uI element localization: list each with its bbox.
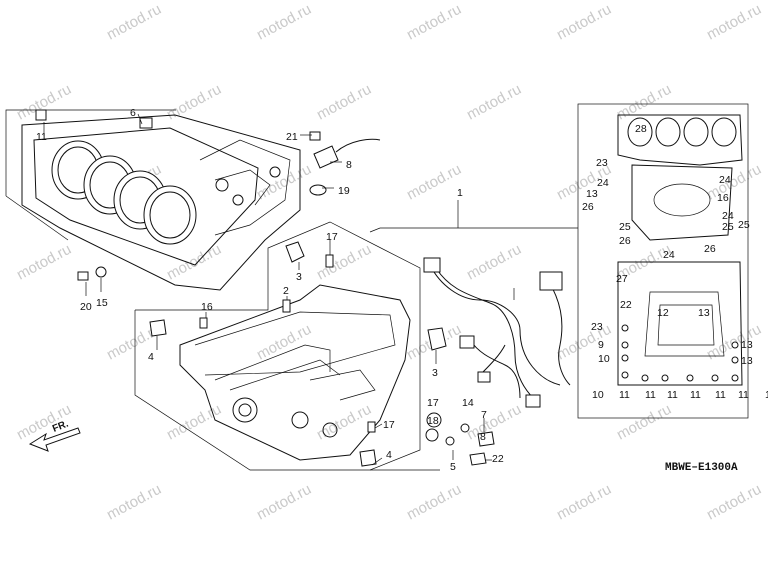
callout-number: 3: [432, 367, 438, 379]
callout-number: 16: [717, 192, 729, 204]
callout-number: 14: [462, 397, 474, 409]
callout-number: 25: [738, 219, 750, 231]
callout-number: 17: [326, 231, 338, 243]
callout-number: 25: [722, 221, 734, 233]
callout-number: 17: [427, 397, 439, 409]
callout-number: 27: [616, 273, 628, 285]
inset-upper-case: [617, 114, 743, 241]
callout-number: 16: [201, 301, 213, 313]
callout-number: 24: [597, 177, 609, 189]
callout-number: 23: [591, 321, 603, 333]
watermark-text: motod.ru: [314, 241, 374, 284]
watermark-text: motod.ru: [254, 1, 314, 44]
watermark-text: motod.ru: [614, 81, 674, 124]
callout-number: 28: [0, 0, 12, 3]
loose-parts: [35, 109, 495, 467]
callout-number: 10: [598, 353, 610, 365]
leader-lines: [43, 113, 515, 466]
watermark-text: motod.ru: [254, 321, 314, 364]
watermark-text: motod.ru: [614, 401, 674, 444]
callout-number: 1: [457, 187, 463, 199]
callout-number: 13: [741, 355, 753, 367]
callout-number: 17: [383, 419, 395, 431]
callout-number: 11: [36, 131, 47, 143]
watermark-text: motod.ru: [254, 481, 314, 524]
watermark-text: motod.ru: [104, 481, 164, 524]
callout-number: 21: [286, 131, 298, 143]
callout-number: 5: [450, 461, 456, 473]
callout-number: 12: [657, 307, 669, 319]
watermark-text: motod.ru: [464, 241, 524, 284]
callout-number: 26: [582, 201, 594, 213]
callout-number: 23: [596, 157, 608, 169]
callout-number: 6: [130, 107, 136, 119]
callout-number: 8: [480, 431, 486, 443]
wire-harness: [423, 257, 571, 408]
watermark-text: motod.ru: [164, 81, 224, 124]
watermark-text: motod.ru: [164, 401, 224, 444]
callout-number: 20: [80, 301, 92, 313]
callout-number: 22: [620, 299, 632, 311]
callout-number: 13: [741, 339, 753, 351]
callout-number: 11: [667, 389, 678, 401]
watermark-text: motod.ru: [314, 81, 374, 124]
callout-number: 2: [283, 285, 289, 297]
callout-number: 11: [645, 389, 656, 401]
group-outlines: [5, 103, 749, 471]
callout-number: 24: [722, 210, 734, 222]
callout-number: 26: [619, 235, 631, 247]
callout-number: 13: [586, 188, 598, 200]
watermark-text: motod.ru: [404, 481, 464, 524]
callout-number: 9: [598, 339, 604, 351]
callout-number: 26: [704, 243, 716, 255]
callout-number: 24: [719, 174, 731, 186]
watermark-text: motod.ru: [704, 481, 764, 524]
cylinder-block: [21, 114, 301, 291]
callout-number: 7: [481, 409, 487, 421]
callout-number: 11: [715, 389, 726, 401]
callout-number: 4: [148, 351, 154, 363]
watermark-text: motod.ru: [164, 241, 224, 284]
lower-crankcase: [179, 254, 411, 461]
watermark-text: motod.ru: [254, 161, 314, 204]
watermark-text: motod.ru: [404, 1, 464, 44]
callout-number: 22: [492, 453, 504, 465]
callout-number: 4: [386, 449, 392, 461]
watermark-text: motod.ru: [464, 81, 524, 124]
watermark-text: motod.ru: [554, 481, 614, 524]
callout-number: 25: [619, 221, 631, 233]
callout-number: 18: [427, 415, 439, 427]
callout-number: 11: [619, 389, 630, 401]
callout-number: 13: [698, 307, 710, 319]
callout-number: 11: [738, 389, 749, 401]
watermark-text: motod.ru: [554, 1, 614, 44]
callout-number: 15: [96, 297, 108, 309]
callout-number: 3: [296, 271, 302, 283]
watermark-text: motod.ru: [104, 1, 164, 44]
callout-layer: 1233445678891010111111111111111112131313…: [0, 0, 768, 473]
inset-lower-case: [617, 261, 743, 386]
watermark-text: motod.ru: [14, 241, 74, 284]
callout-number: 11: [690, 389, 701, 401]
watermark-text: motod.ru: [404, 161, 464, 204]
callout-number: 19: [338, 185, 350, 197]
callout-number: 24: [663, 249, 675, 261]
callout-number: 8: [346, 159, 352, 171]
callout-number: 10: [592, 389, 604, 401]
callout-number: 11: [765, 389, 768, 401]
watermark-text: motod.ru: [704, 1, 764, 44]
diagram-code: MBWE–E1300A: [665, 462, 738, 474]
callout-number: 28: [635, 123, 647, 135]
